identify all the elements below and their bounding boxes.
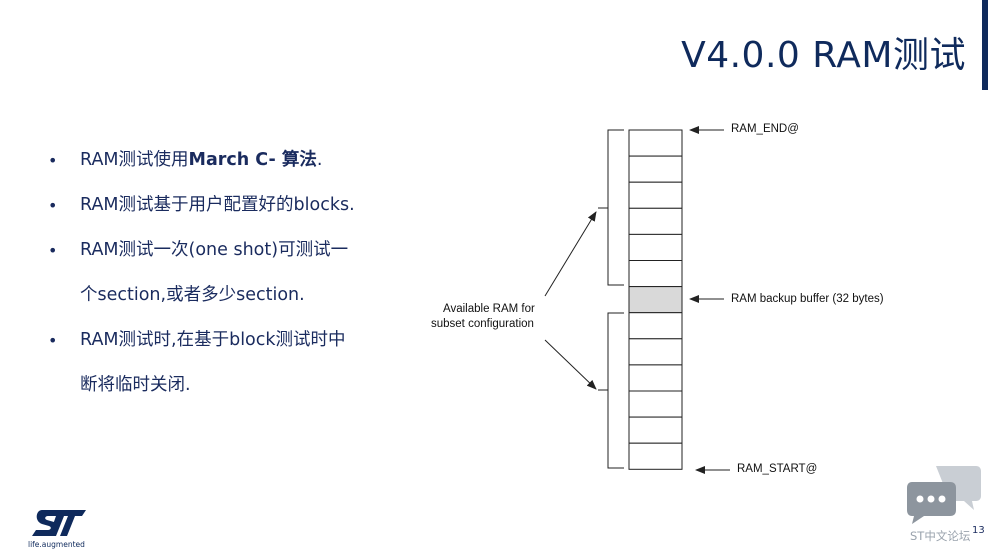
chat-bubbles-icon xyxy=(906,462,982,526)
bullet-1-suffix: . xyxy=(316,150,323,170)
st-logo xyxy=(28,506,92,550)
available-ram-label-line-1: Available RAM for xyxy=(443,303,535,315)
upper-bracket xyxy=(607,129,624,286)
ram-block-cell xyxy=(628,260,683,288)
bullet-3-line-2: 个section,或者多少section. xyxy=(80,285,305,305)
ram-block-cell xyxy=(628,181,683,209)
ram-backup-label: RAM backup buffer (32 bytes) xyxy=(731,293,884,305)
ram-block-cell xyxy=(628,416,683,444)
bullet-1-prefix: RAM测试使用 xyxy=(80,150,189,170)
bullet-4-line-2: 断将临时关闭. xyxy=(80,375,191,395)
bullet-2-text: RAM测试基于用户配置好的blocks. xyxy=(80,195,355,215)
bullet-1-bold: March C- 算法 xyxy=(188,150,317,170)
ram-block-cell xyxy=(628,155,683,183)
bullet-item-1: • RAM测试使用March C- 算法. xyxy=(48,138,388,183)
arrow-to-lower-block xyxy=(544,339,597,390)
ram-block-cells xyxy=(628,129,683,470)
slide-title: V4.0.0 RAM测试 xyxy=(681,35,966,76)
bullet-marker: • xyxy=(48,241,58,260)
bullet-marker: • xyxy=(48,151,58,170)
ram-block-cell xyxy=(628,390,683,418)
title-accent-bar xyxy=(982,0,988,90)
ram-block-cell xyxy=(628,312,683,340)
bullet-marker: • xyxy=(48,331,58,350)
bullet-item-4: • RAM测试时,在基于block测试时中 断将临时关闭. xyxy=(48,318,388,408)
logo-tagline: life.augmented xyxy=(28,540,85,549)
bullet-list: • RAM测试使用March C- 算法. • RAM测试基于用户配置好的blo… xyxy=(48,138,388,408)
st-logo-icon xyxy=(32,510,86,536)
ram-start-label: RAM_START@ xyxy=(737,463,818,475)
ram-block-cell xyxy=(628,233,683,261)
ram-block-cell xyxy=(628,442,683,470)
ram-block-cell xyxy=(628,207,683,235)
ram-block-cell xyxy=(628,338,683,366)
bullet-4-line-1: RAM测试时,在基于block测试时中 xyxy=(80,330,346,350)
ram-end-label: RAM_END@ xyxy=(731,123,799,135)
bullet-item-2: • RAM测试基于用户配置好的blocks. xyxy=(48,183,388,228)
ram-block-cell xyxy=(628,364,683,392)
ram-block-cell xyxy=(628,129,683,157)
arrow-to-upper-block xyxy=(544,211,597,297)
bullet-item-3: • RAM测试一次(one shot)可测试一 个section,或者多少sec… xyxy=(48,228,388,318)
ram-brackets xyxy=(598,129,624,469)
diagram-arrows xyxy=(544,126,730,474)
watermark-text: ST中文论坛 xyxy=(910,529,971,543)
available-ram-label-line-2: subset configuration xyxy=(431,318,534,330)
bullet-marker: • xyxy=(48,196,58,215)
bullet-3-line-1: RAM测试一次(one shot)可测试一 xyxy=(80,240,349,260)
ram-backup-buffer-cell xyxy=(628,286,683,314)
page-number: 13 xyxy=(972,525,985,536)
lower-bracket xyxy=(607,312,624,469)
